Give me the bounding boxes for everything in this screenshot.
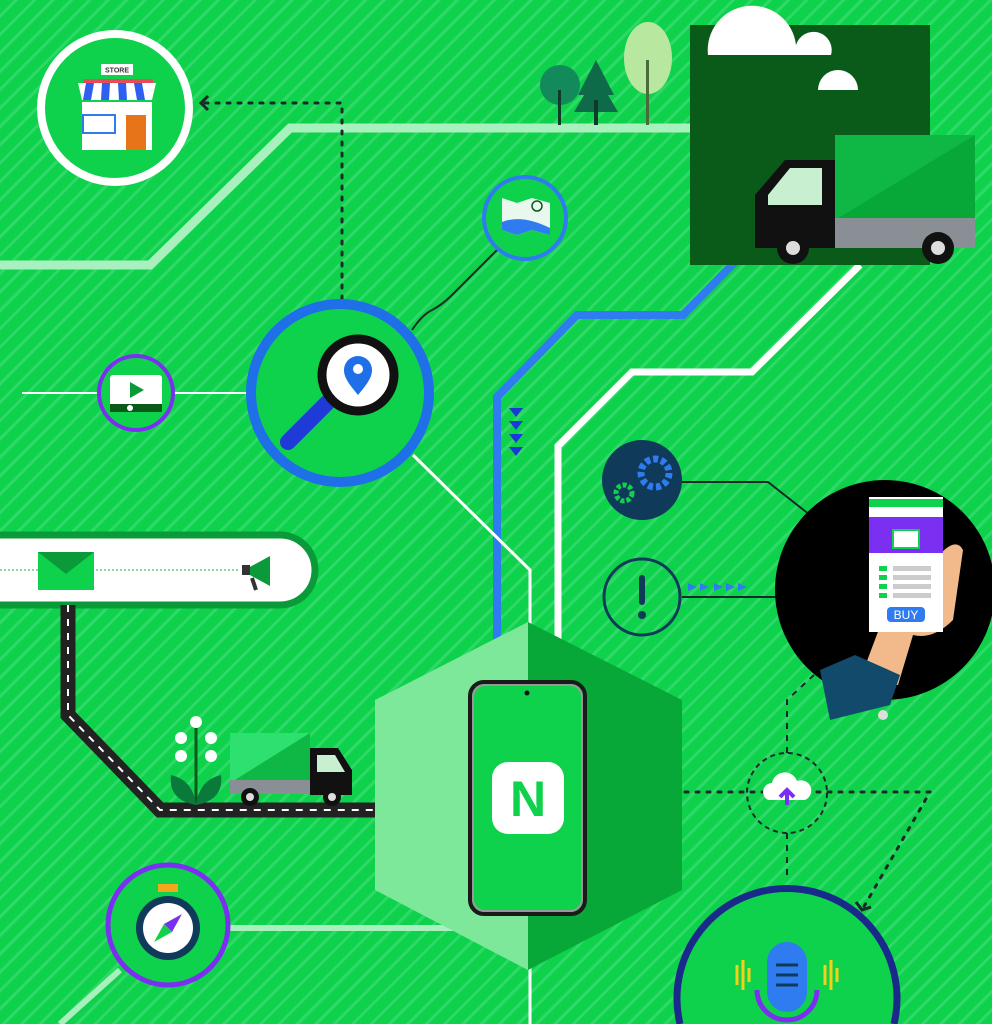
video-icon	[97, 354, 175, 432]
arrow-left-icon	[198, 94, 210, 112]
arrow-down-icon	[854, 901, 872, 912]
app-logo-letter: N	[510, 771, 546, 827]
trees	[540, 22, 672, 125]
plant-icon	[170, 716, 222, 805]
cloud-upload-icon	[746, 752, 828, 834]
map-icon	[482, 175, 568, 261]
truck-panel	[690, 5, 975, 265]
microphone-icon	[673, 884, 901, 1024]
alert-icon	[602, 557, 682, 637]
location-search-icon	[246, 299, 434, 487]
shopping-phone-scene: BUY	[775, 480, 992, 720]
settings-gears-icon	[602, 440, 682, 520]
small-truck	[230, 733, 352, 806]
app-phone: N	[468, 680, 587, 916]
road	[60, 605, 380, 818]
stopwatch-compass-icon	[105, 862, 231, 988]
store-badge: STORE	[37, 30, 193, 186]
buy-button-label: BUY	[894, 608, 919, 622]
store-sign: STORE	[105, 68, 129, 75]
app-logo-icon[interactable]	[492, 762, 564, 834]
arrow-triangles	[509, 408, 747, 591]
buy-button[interactable]	[887, 607, 925, 622]
sleeve	[820, 655, 900, 720]
message-pill	[0, 531, 319, 609]
